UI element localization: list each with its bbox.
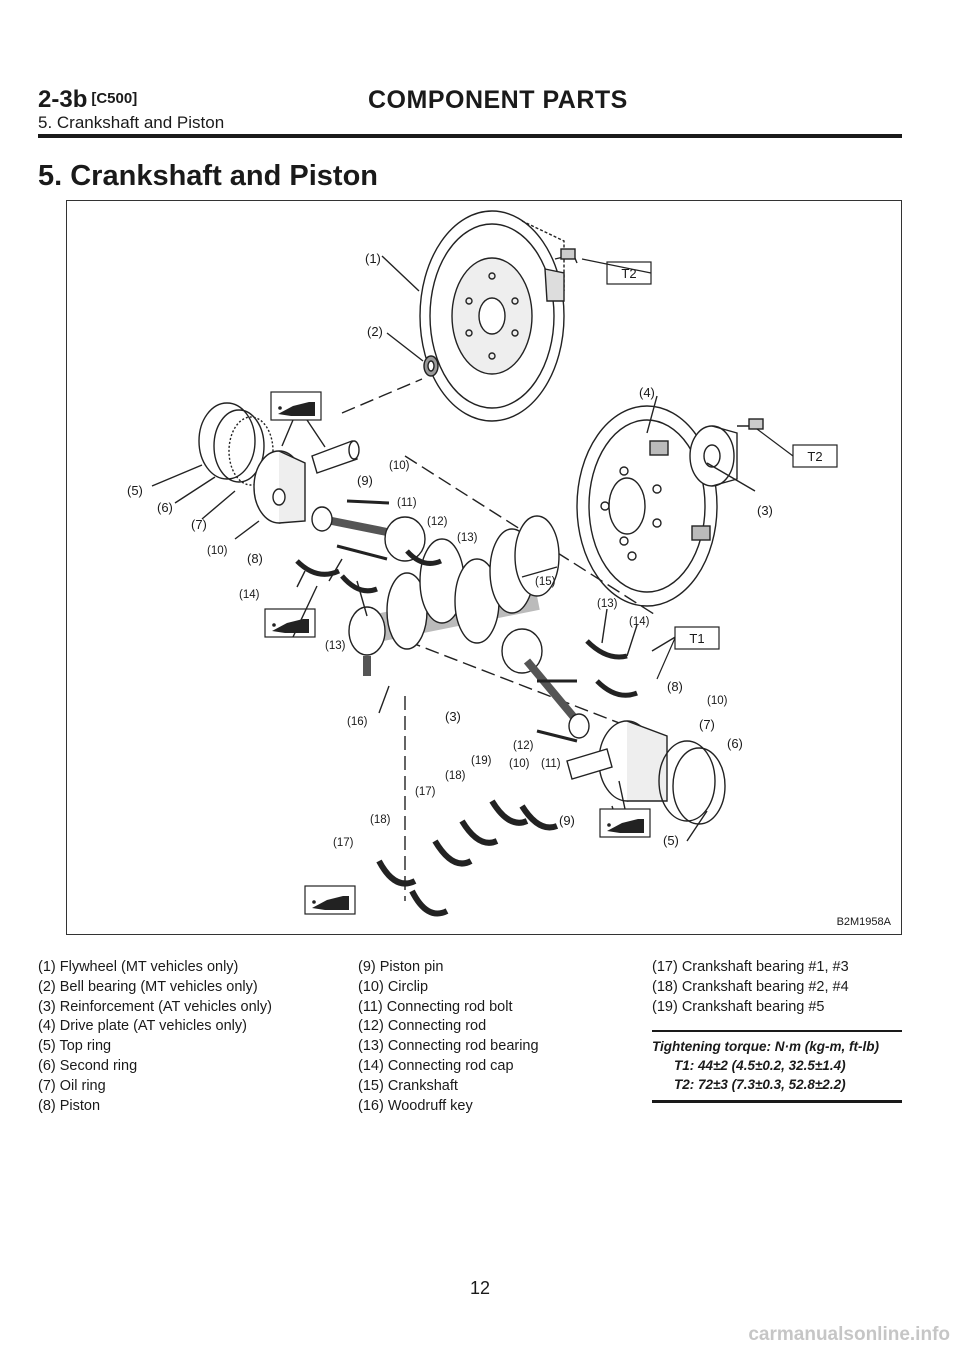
callout-9-bottom: (9) [559, 813, 575, 828]
callout-9-top: (9) [357, 473, 373, 488]
torque-t1: T1: 44±2 (4.5±0.2, 32.5±1.4) [674, 1058, 846, 1073]
legend-column-2: (9) Piston pin (10) Circlip (11) Connect… [358, 958, 539, 1116]
callout-6-left: (6) [157, 500, 173, 515]
conrod-left-drawing [311, 499, 426, 562]
legend-item: (17) Crankshaft bearing #1, #3 [652, 959, 849, 975]
callout-10-bottom: (10) [509, 758, 530, 770]
callout-8-left: (8) [247, 551, 263, 566]
header-rule [38, 134, 902, 138]
crankshaft-drawing [348, 515, 560, 676]
oil-can-icon-top [270, 391, 322, 421]
legend-item: (10) Circlip [358, 978, 429, 995]
watermark: carmanualsonline.info [748, 1324, 950, 1345]
callout-13-right: (13) [597, 598, 618, 610]
callout-11-bottom: (11) [541, 758, 561, 770]
legend-item: (12) Connecting rod [358, 1018, 487, 1035]
callout-14-right: (14) [629, 616, 650, 628]
legend-item: (9) Piston pin [358, 959, 444, 975]
callout-10-top: (10) [389, 460, 410, 472]
callout-13-top: (13) [457, 532, 478, 544]
callout-18-bottom: (18) [370, 814, 391, 826]
legend-item: (18) Crankshaft bearing #2, #4 [652, 978, 849, 995]
flywheel-drawing [419, 210, 565, 422]
header-subtitle: 5. Crankshaft and Piston [38, 113, 225, 132]
legend-item: (3) Reinforcement (AT vehicles only) [38, 998, 272, 1015]
legend-item: (15) Crankshaft [358, 1077, 458, 1094]
callout-17-bottom: (17) [333, 837, 354, 849]
oil-can-icon-middle [264, 608, 316, 638]
legend-item: (5) Top ring [38, 1038, 112, 1055]
legend-item: (7) Oil ring [38, 1077, 106, 1094]
legend-item: (4) Drive plate (AT vehicles only) [38, 1018, 247, 1035]
torque-spec-box: Tightening torque: N·m (kg-m, ft-lb) T1:… [652, 1030, 902, 1103]
legend-item: (19) Crankshaft bearing #5 [652, 998, 825, 1015]
callout-12-bottom: (12) [513, 740, 534, 752]
legend-item: (16) Woodruff key [358, 1097, 473, 1114]
conrod-right-drawing [501, 628, 638, 743]
legend-item: (14) Connecting rod cap [358, 1057, 514, 1074]
legend-column-1: (1) Flywheel (MT vehicles only) (2) Bell… [38, 958, 272, 1116]
piston-left-drawing [253, 450, 306, 524]
exploded-diagram: T2 T2 T1 (1) (2) (4) (3) (5) (6) (7) (10… [66, 200, 902, 935]
page-number: 12 [469, 1278, 491, 1298]
callout-5-left: (5) [127, 483, 143, 498]
callout-8-right: (8) [667, 679, 683, 694]
legend-column-3: (17) Crankshaft bearing #1, #3 (18) Cran… [652, 958, 849, 1017]
callout-4: (4) [639, 385, 655, 400]
callout-7-right: (7) [699, 717, 715, 732]
callout-10-left: (10) [207, 545, 228, 557]
section-code: 2-3b[C500] [38, 86, 138, 113]
legend-item: (8) Piston [38, 1097, 101, 1114]
callout-10-right: (10) [707, 695, 728, 707]
callout-3-bottom: (3) [445, 709, 461, 724]
oil-can-icon-right [599, 808, 651, 838]
torque-title: Tightening torque: N·m (kg-m, ft-lb) [652, 1039, 879, 1054]
callout-2: (2) [367, 324, 383, 339]
oil-can-icon-bottom [304, 885, 356, 915]
bell-bearing-drawing [423, 355, 439, 377]
callout-5-right: (5) [663, 833, 679, 848]
callout-13-left: (13) [325, 640, 346, 652]
callout-11-top: (11) [397, 497, 417, 509]
callout-18-top: (18) [445, 770, 466, 782]
callout-7-left: (7) [191, 517, 207, 532]
callout-12-top: (12) [427, 516, 448, 528]
callout-17-top: (17) [415, 786, 436, 798]
reinforcement-drawing [689, 418, 764, 487]
callout-14-left: (14) [239, 589, 260, 601]
legend-item: (2) Bell bearing (MT vehicles only) [38, 978, 258, 995]
callout-16: (16) [347, 716, 368, 728]
diagram-drawing: T2 T2 T1 (1) (2) (4) (3) (5) (6) (7) (10… [127, 210, 838, 917]
torque-tag-t1: T1 [689, 631, 704, 646]
legend-item: (1) Flywheel (MT vehicles only) [38, 959, 239, 975]
torque-t2: T2: 72±3 (7.3±0.3, 52.8±2.2) [674, 1077, 846, 1092]
legend-item: (11) Connecting rod bolt [358, 998, 513, 1015]
callout-15: (15) [535, 576, 556, 588]
callout-19: (19) [471, 755, 492, 767]
figure-id: B2M1958A [836, 916, 891, 928]
piston-right-drawing [598, 720, 726, 825]
legend-item: (6) Second ring [38, 1057, 138, 1074]
section-title: 5. Crankshaft and Piston [38, 160, 379, 192]
callout-1: (1) [365, 251, 381, 266]
callout-6-right: (6) [727, 736, 743, 751]
callout-3-top: (3) [757, 503, 773, 518]
legend-item: (13) Connecting rod bearing [358, 1038, 539, 1055]
drive-plate-drawing [576, 405, 718, 607]
header-title: COMPONENT PARTS [368, 86, 628, 114]
torque-tag-t2-right: T2 [807, 449, 822, 464]
